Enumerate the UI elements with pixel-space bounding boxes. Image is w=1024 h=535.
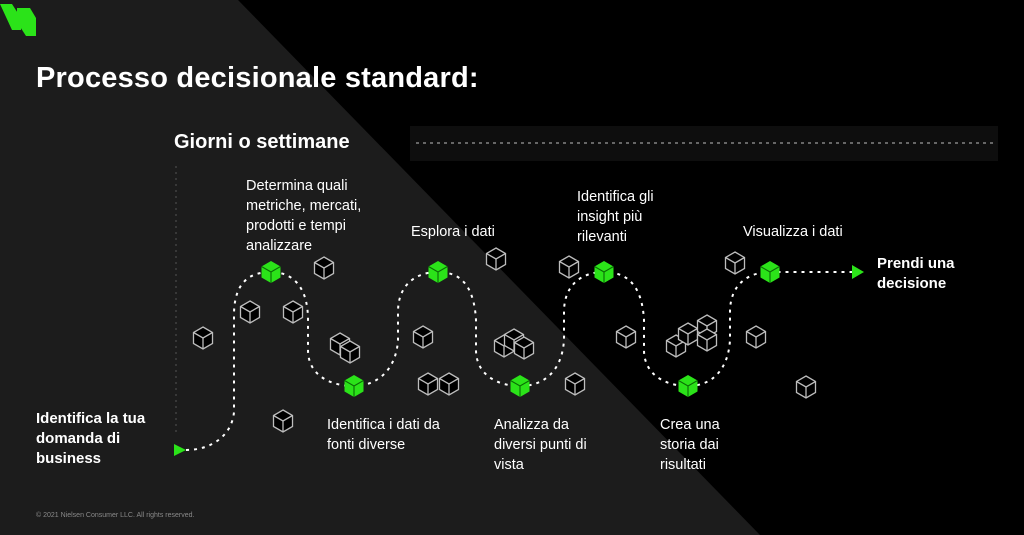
milestone-cube-icon	[343, 374, 365, 398]
cube-icon	[412, 325, 434, 349]
cube-icon	[615, 325, 637, 349]
decorative-cubes	[192, 247, 817, 433]
cube-icon	[677, 322, 699, 346]
milestone-cube-icon	[509, 374, 531, 398]
step-5-label: Identifica gli insight più rilevanti	[577, 189, 654, 245]
milestone-cube-icon	[593, 260, 615, 284]
step-2-label: Identifica i dati da fonti diverse	[327, 417, 440, 453]
milestone-cube-icon	[759, 260, 781, 284]
step-4-label: Analizza da diversi punti di vista	[494, 417, 587, 473]
step-start-label: Identifica la tua domanda di business	[36, 410, 146, 467]
end-arrow-icon	[852, 265, 864, 279]
page-title: Processo decisionale standard:	[36, 62, 479, 94]
cube-icon	[313, 256, 335, 280]
wave-path	[185, 270, 852, 451]
milestone-cube-icon	[427, 260, 449, 284]
step-1-label: Determina quali metriche, mercati, prodo…	[246, 178, 362, 254]
cube-icon	[558, 255, 580, 279]
copyright-footer: © 2021 Nielsen Consumer LLC. All rights …	[36, 512, 195, 519]
cube-icon	[192, 326, 214, 350]
cube-icon	[564, 372, 586, 396]
cube-icon	[795, 375, 817, 399]
step-6-label: Crea una storia dai risultati	[660, 417, 720, 473]
cube-icon	[272, 409, 294, 433]
cube-icon	[417, 372, 439, 396]
start-arrow-icon	[174, 444, 186, 456]
cube-icon	[724, 251, 746, 275]
cube-icon	[438, 372, 460, 396]
cube-icon	[513, 336, 535, 360]
cube-icon	[239, 300, 261, 324]
cube-icon	[282, 300, 304, 324]
cube-icon	[485, 247, 507, 271]
milestone-cube-icon	[677, 374, 699, 398]
step-end-label: Prendi una decisione	[877, 255, 955, 292]
cube-icon	[745, 325, 767, 349]
cube-icon	[696, 328, 718, 352]
step-3-label: Esplora i dati	[411, 224, 495, 240]
cube-icon	[339, 340, 361, 364]
logo-icon	[0, 4, 36, 36]
step-7-label: Visualizza i dati	[743, 224, 843, 240]
timeline-label: Giorni o settimane	[174, 131, 350, 153]
milestone-cube-icon	[260, 260, 282, 284]
